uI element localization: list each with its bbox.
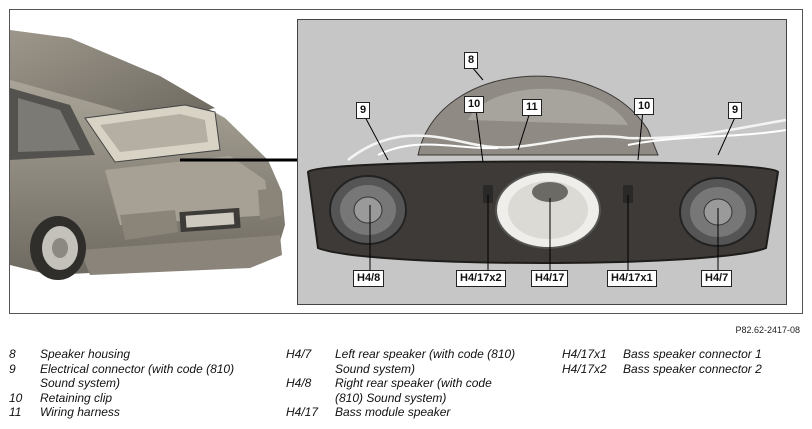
legend-text: Retaining clip (40, 390, 113, 405)
legend-row: H4/17 Bass module speaker (286, 405, 546, 420)
legend-row: H4/7 Left rear speaker (with code (810) (286, 347, 546, 362)
legend-text: Wiring harness (40, 405, 120, 419)
legend-key: H4/17x1 (562, 347, 607, 361)
legend-key: H4/17x2 (562, 361, 607, 376)
legend-key: 10 (9, 390, 23, 405)
legend-column-2: H4/7 Left rear speaker (with code (810) S… (286, 347, 546, 420)
callout-9-left: 9 (356, 102, 371, 119)
legend-key: H4/17 (286, 405, 319, 419)
callout-h4-8: H4/8 (353, 270, 385, 287)
legend-text: Right rear speaker (with code (335, 376, 492, 390)
legend-row: 8 Speaker housing (9, 347, 279, 362)
legend-key: H4/7 (286, 347, 312, 361)
callout-10-left: 10 (464, 96, 485, 113)
legend-column-1: 8 Speaker housing 9 Electrical connector (… (9, 347, 279, 420)
legend-text: Sound system) (335, 361, 416, 376)
legend-row: 11 Wiring harness (9, 405, 279, 420)
callout-h4-17: H4/17 (531, 270, 569, 287)
legend-row: 10 Retaining clip (9, 391, 279, 406)
legend-text: Speaker housing (40, 347, 131, 361)
legend-key: 11 (9, 405, 22, 419)
figure-reference: P82.62-2417-08 (735, 325, 800, 335)
car-illustration (10, 10, 298, 313)
legend-row: (810) Sound system) (286, 391, 546, 406)
figure-frame: 8 9 9 10 10 11 H4/8 H4/17x2 H4/17 H4/17x… (9, 9, 803, 314)
legend-text: Bass speaker connector 2 (623, 361, 762, 376)
legend-text: Bass module speaker (335, 405, 451, 419)
callout-h4-7: H4/7 (701, 270, 733, 287)
legend-key: 9 (9, 361, 16, 376)
legend-text: Left rear speaker (with code (810) (335, 347, 516, 361)
legend-key (9, 376, 40, 391)
legend-text: Sound system) (40, 376, 121, 390)
legend-column-3: H4/17x1 Bass speaker connector 1 H4/17x2 B… (562, 347, 802, 376)
legend-row: H4/8 Right rear speaker (with code (286, 376, 546, 391)
legend-row: 9 Electrical connector (with code (810) (9, 362, 279, 377)
legend-key: H4/8 (286, 376, 312, 390)
callout-h4-17x1: H4/17x1 (607, 270, 657, 287)
callout-h4-17x2: H4/17x2 (456, 270, 506, 287)
legend-row: Sound system) (286, 362, 546, 377)
callout-9-right: 9 (728, 102, 743, 119)
legend-row: H4/17x1 Bass speaker connector 1 (562, 347, 802, 362)
legend-row: H4/17x2 Bass speaker connector 2 (562, 362, 802, 377)
legend-text: Electrical connector (with code (810) (40, 361, 235, 376)
callout-10-right: 10 (634, 98, 655, 115)
speaker-detail-panel: 8 9 9 10 10 11 H4/8 H4/17x2 H4/17 H4/17x… (297, 19, 787, 305)
callout-11: 11 (522, 99, 542, 116)
legend-key: 8 (9, 347, 16, 361)
callout-8: 8 (464, 52, 479, 69)
legend-key (286, 362, 335, 377)
legend-key (286, 391, 335, 406)
legend-row: Sound system) (9, 376, 279, 391)
legend-text: (810) Sound system) (335, 390, 447, 405)
legend-text: Bass speaker connector 1 (623, 347, 762, 361)
